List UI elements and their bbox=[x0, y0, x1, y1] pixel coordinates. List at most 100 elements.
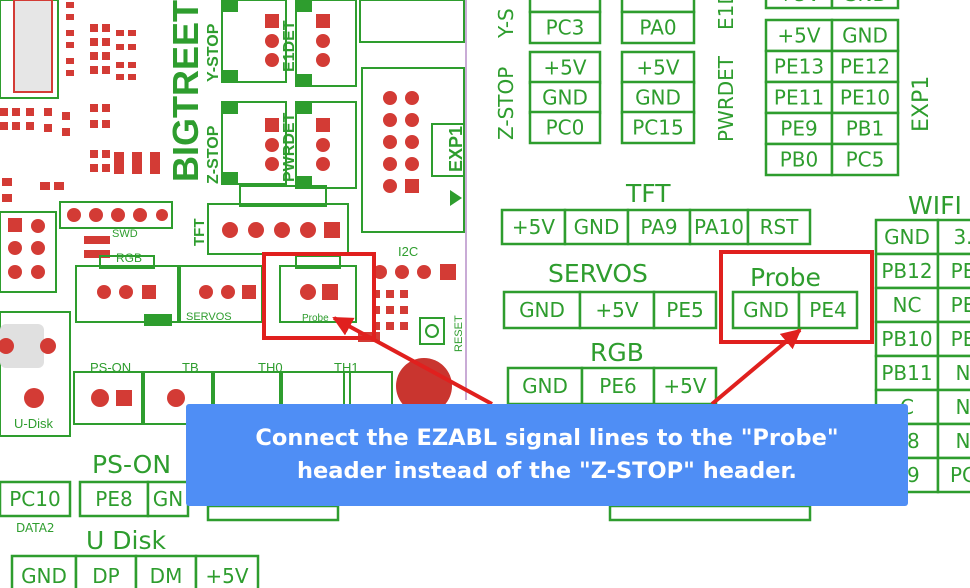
pin-tft-2-cell bbox=[626, 208, 692, 246]
pin-wifi-r-3: PE bbox=[951, 327, 970, 351]
pin-z-top-cell bbox=[528, 0, 602, 14]
pointer-arrows bbox=[332, 316, 802, 406]
pin-probe-gnd: GND bbox=[743, 298, 789, 322]
data2-label: DATA2 bbox=[16, 521, 55, 535]
silk-tb: TB bbox=[182, 360, 199, 375]
pin-tft-1: GND bbox=[574, 215, 620, 239]
silk-exp1: EXP1 bbox=[446, 126, 466, 172]
pin-wifi-l-1-cell bbox=[874, 252, 940, 290]
pin-exp-4-r: PC5 bbox=[846, 148, 885, 172]
pin-probe-gnd-cell bbox=[731, 290, 801, 330]
instruction-callout: Connect the EZABL signal lines to the "P… bbox=[186, 404, 908, 506]
pin-wifi-l-4: PB11 bbox=[881, 361, 932, 385]
pin-z-gnd-cell bbox=[528, 80, 602, 115]
pin-udisk-3-cell bbox=[194, 554, 260, 588]
pin-exp-0-r: GND bbox=[842, 24, 888, 48]
pin-pc0-cell bbox=[528, 110, 602, 145]
pin-probe-pe4-cell bbox=[797, 290, 859, 330]
pin-pc15-cell bbox=[620, 110, 696, 145]
pin-wifi-l-2-cell bbox=[874, 286, 940, 324]
pin-tft-4: RST bbox=[760, 215, 800, 239]
silk-rgb: RGB bbox=[116, 251, 142, 265]
pin-wifi-r-0: 3. bbox=[953, 225, 970, 249]
silk-y-stop: Y-STOP bbox=[205, 23, 222, 82]
pin-wifi-r-1: PE bbox=[951, 259, 970, 283]
silk-swd: SWD bbox=[112, 228, 138, 240]
pin-wifi-l-3: PB10 bbox=[881, 327, 932, 351]
pin-wifi-l-3-cell bbox=[874, 320, 940, 358]
pin-servos-2-cell bbox=[652, 290, 718, 330]
pin-exp-3-l: PE9 bbox=[780, 117, 817, 141]
servos-title: SERVOS bbox=[548, 259, 648, 288]
pin-wifi-l-4-cell bbox=[874, 354, 940, 392]
pin-wifi-l-2: NC bbox=[893, 293, 922, 317]
pin-exp-top-l-cell bbox=[764, 0, 834, 10]
pin-wifi-r-7-cell bbox=[936, 456, 970, 494]
pin-udisk-3: +5V bbox=[205, 564, 248, 588]
callout-text: Connect the EZABL signal lines to the "P… bbox=[255, 425, 839, 484]
pin-rgb-2-cell bbox=[652, 366, 718, 406]
pin-exp-1-r: PE12 bbox=[840, 55, 890, 79]
pin-tft-2: PA9 bbox=[640, 215, 677, 239]
pin-p-5v: +5V bbox=[636, 56, 679, 80]
pin-pc3-cell bbox=[528, 10, 602, 45]
probe-highlight-board bbox=[262, 252, 376, 340]
pin-rgb-0: GND bbox=[522, 374, 568, 398]
pin-udisk-1: DP bbox=[92, 564, 119, 588]
pin-tft-4-cell bbox=[746, 208, 812, 246]
pin-exp-4-l: PB0 bbox=[780, 148, 819, 172]
pin-wifi-r-5: N bbox=[956, 395, 970, 419]
pin-exp-3-r-cell bbox=[830, 111, 900, 146]
pin-servos-1: +5V bbox=[595, 298, 638, 322]
pin-rgb-1: PE6 bbox=[599, 374, 636, 398]
pin-udisk-2: DM bbox=[150, 564, 183, 588]
pin-exp-4-l-cell bbox=[764, 142, 834, 177]
silk-reset: RESET bbox=[453, 315, 465, 352]
pin-z-gnd: GND bbox=[542, 86, 588, 110]
pin-tft-0: +5V bbox=[512, 215, 555, 239]
silk-e1det: E1DET bbox=[281, 20, 298, 72]
pin-exp-top-l: +5V bbox=[777, 0, 820, 6]
pin-z-5v: +5V bbox=[543, 56, 586, 80]
pin-wifi-r-2: PE bbox=[951, 293, 970, 317]
pin-servos-0: GND bbox=[519, 298, 565, 322]
pin-wifi-r-7: PC bbox=[950, 463, 970, 487]
label-y-s: Y-S bbox=[494, 8, 518, 39]
silk-th0: TH0 bbox=[258, 360, 283, 375]
silk-tft: TFT bbox=[191, 219, 208, 247]
pin-exp-top-r-cell bbox=[830, 0, 900, 10]
pin-exp-top-r: GND bbox=[842, 0, 888, 6]
label-exp1: EXP1 bbox=[909, 76, 934, 132]
pin-pc3: PC3 bbox=[546, 16, 585, 40]
pin-wifi-r-2-cell bbox=[936, 286, 970, 324]
pin-pc0: PC0 bbox=[546, 116, 585, 140]
pin-exp-3-l-cell bbox=[764, 111, 834, 146]
pin-pson-0: PC10 bbox=[9, 487, 60, 511]
pin-exp-2-r: PE10 bbox=[840, 86, 890, 110]
pin-p-top-cell bbox=[620, 0, 696, 14]
silk-ps-on: PS-ON bbox=[90, 360, 131, 375]
pin-pson-1: PE8 bbox=[95, 487, 132, 511]
pin-under-callout-b-cell bbox=[608, 504, 812, 522]
pin-under-callout-a-cell bbox=[206, 504, 340, 522]
pin-p-5v-cell bbox=[620, 50, 696, 85]
probe-title: Probe bbox=[750, 263, 821, 292]
pin-pa0: PA0 bbox=[639, 16, 676, 40]
rgb-title: RGB bbox=[590, 338, 644, 367]
pin-servos-2: PE5 bbox=[666, 298, 703, 322]
pin-exp-4-r-cell bbox=[830, 142, 900, 177]
pin-exp-1-l: PE13 bbox=[774, 55, 824, 79]
u-disk-title: U Disk bbox=[86, 526, 166, 555]
pin-pc15: PC15 bbox=[632, 116, 683, 140]
pin-servos-0-cell bbox=[502, 290, 582, 330]
silk-th1: TH1 bbox=[334, 360, 359, 375]
pin-wifi-r-0-cell bbox=[936, 218, 970, 256]
ps-on-title: PS-ON bbox=[92, 450, 171, 479]
pin-exp-3-r: PB1 bbox=[846, 117, 885, 141]
pin-exp-2-l: PE11 bbox=[774, 86, 824, 110]
label-pwrdet: PWRDET bbox=[714, 55, 738, 142]
pin-p-gnd: GND bbox=[635, 86, 681, 110]
pin-pa0-cell bbox=[620, 10, 696, 45]
